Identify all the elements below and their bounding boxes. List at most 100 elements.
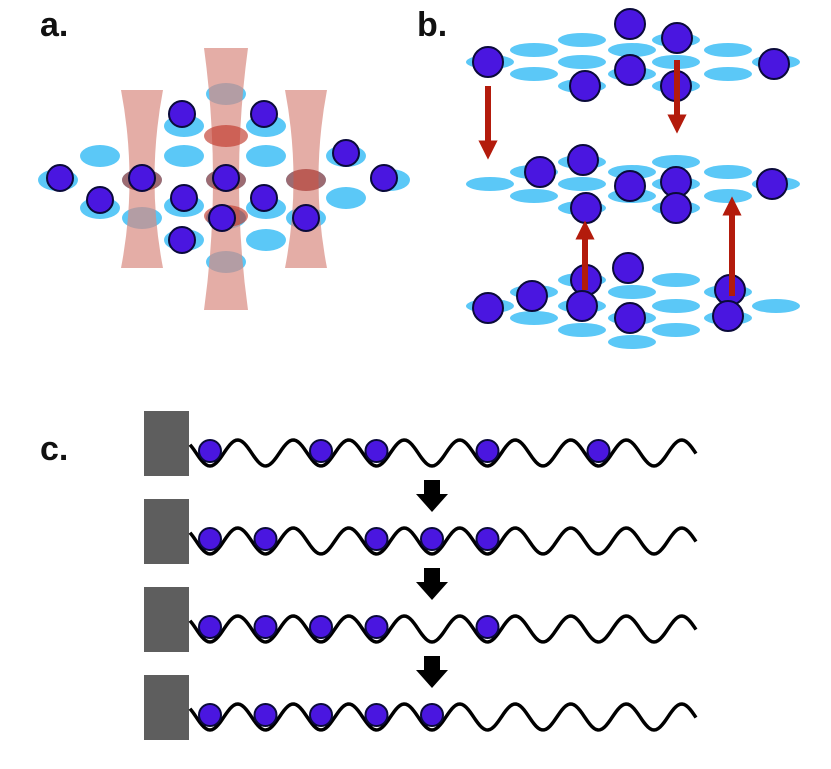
atom <box>198 439 222 463</box>
lattice-site <box>704 43 752 57</box>
sorting-row <box>144 675 698 740</box>
panel-label-a: a. <box>40 6 69 44</box>
atom <box>250 100 278 128</box>
optical-potential-wave <box>188 702 698 732</box>
lattice-site <box>466 177 514 191</box>
atom <box>253 615 278 639</box>
atom <box>472 46 504 78</box>
atom <box>253 703 278 727</box>
lattice-site <box>608 43 656 57</box>
reservoir-wall <box>144 499 189 564</box>
atom <box>198 527 222 551</box>
atom <box>309 615 333 639</box>
atom <box>756 168 788 200</box>
lattice-site <box>704 189 752 203</box>
lattice-site <box>80 145 120 167</box>
atom <box>364 439 389 463</box>
reservoir-wall <box>144 675 189 740</box>
atom <box>364 527 389 551</box>
lattice-site <box>558 33 606 47</box>
atom <box>250 184 278 212</box>
atom <box>364 703 389 727</box>
atom <box>614 54 646 86</box>
lattice-site <box>246 229 286 251</box>
lattice-site <box>652 323 700 337</box>
lattice-site <box>510 189 558 203</box>
lattice-site <box>652 273 700 287</box>
tweezer-focus <box>286 169 326 191</box>
atom <box>292 204 320 232</box>
atom <box>758 48 790 80</box>
lattice-site <box>608 335 656 349</box>
optical-potential-wave <box>188 438 698 468</box>
step-down-arrow <box>416 480 448 512</box>
lattice-site <box>652 155 700 169</box>
panel-label-b: b. <box>417 6 448 44</box>
atom <box>567 144 599 176</box>
tweezer-focus <box>204 125 248 147</box>
atom <box>309 703 333 727</box>
atom <box>614 8 646 40</box>
atom <box>309 439 333 463</box>
atom <box>198 703 222 727</box>
lattice-site <box>608 285 656 299</box>
atom <box>614 302 646 334</box>
panel-label-c: c. <box>40 430 69 468</box>
atom <box>420 527 444 551</box>
lattice-site <box>510 311 558 325</box>
atom <box>516 280 548 312</box>
atom <box>586 439 611 463</box>
lattice-site <box>558 55 606 69</box>
atom <box>198 615 222 639</box>
atom <box>566 290 598 322</box>
step-down-arrow <box>416 656 448 688</box>
panel-a-atoms <box>46 100 398 254</box>
lattice-site <box>510 67 558 81</box>
optical-potential-wave <box>188 614 698 644</box>
atom <box>612 252 644 284</box>
atom <box>475 615 500 639</box>
reservoir-wall <box>144 587 189 652</box>
atom <box>46 164 74 192</box>
atom <box>168 226 196 254</box>
atom <box>212 164 240 192</box>
atom <box>208 204 236 232</box>
atom <box>420 703 444 727</box>
atom <box>170 184 198 212</box>
lattice-site <box>704 67 752 81</box>
atom <box>712 300 744 332</box>
atom <box>569 70 601 102</box>
sorting-row <box>144 411 698 476</box>
atom <box>660 192 692 224</box>
lattice-site <box>704 165 752 179</box>
atom <box>332 139 360 167</box>
atom <box>524 156 556 188</box>
atom <box>472 292 504 324</box>
lattice-site <box>164 145 204 167</box>
atom <box>128 164 156 192</box>
sorting-row <box>144 499 698 564</box>
atom <box>364 615 389 639</box>
lattice-site <box>246 145 286 167</box>
lattice-site <box>558 323 606 337</box>
atom <box>86 186 114 214</box>
reservoir-wall <box>144 411 189 476</box>
lattice-site <box>326 187 366 209</box>
lattice-site <box>652 299 700 313</box>
panel-a-tweezer-lattice <box>38 48 410 310</box>
panel-b-transfer-arrows <box>478 60 742 296</box>
atom <box>661 22 693 54</box>
atom <box>370 164 398 192</box>
atom <box>614 170 646 202</box>
panel-c-atom-sorting <box>144 411 698 740</box>
step-down-arrow <box>416 568 448 600</box>
atom <box>570 192 602 224</box>
atom <box>475 527 500 551</box>
lattice-site <box>752 299 800 313</box>
atom <box>168 100 196 128</box>
lattice-site <box>558 177 606 191</box>
sorting-row <box>144 587 698 652</box>
panel-b-layer-transfer <box>466 8 800 349</box>
lattice-site <box>510 43 558 57</box>
